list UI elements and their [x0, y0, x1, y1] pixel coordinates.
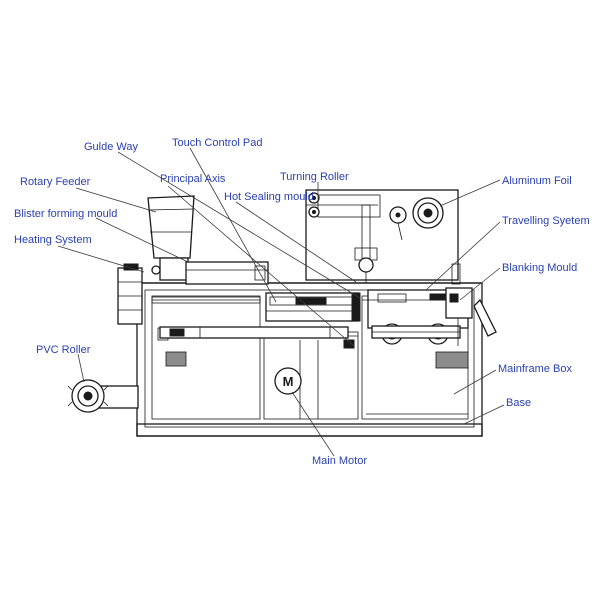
label-pvc-roller: PVC Roller [36, 344, 91, 356]
label-blanking-mould: Blanking Mould [502, 262, 577, 274]
label-main-motor: Main Motor [312, 455, 367, 467]
label-rotary-feeder: Rotary Feeder [20, 176, 91, 188]
aluminum-foil-leader [439, 179, 501, 207]
label-travelling-system: Travelling Syetem [502, 215, 590, 227]
main-motor-leader [291, 391, 335, 457]
hot-sealing-mould-shape [265, 292, 361, 322]
label-principal-axis: Principal Axis [160, 173, 226, 185]
touch-control-pad-leader [189, 147, 277, 303]
label-turning-roller: Turning Roller [280, 171, 349, 183]
hot-sealing-mould-leader [235, 201, 357, 283]
main-motor-shape: M [274, 367, 302, 395]
machine-drawing: M [67, 189, 497, 437]
heating-system-leader [57, 245, 145, 273]
label-base: Base [506, 397, 531, 409]
heating-system-shape [117, 263, 161, 325]
leader-lines [57, 147, 505, 457]
blister-forming-mould-shape [185, 261, 269, 285]
principal-axis-shape [159, 326, 355, 349]
travelling-system-shape [367, 289, 469, 345]
aluminum-foil-roll-shape [389, 197, 444, 241]
rotary-feeder-leader [75, 187, 157, 213]
mainframe-box-leader [453, 369, 497, 395]
pvc-roller-leader [77, 353, 85, 383]
labels: Gulde Way Touch Control Pad Rotary Feede… [14, 137, 590, 467]
label-aluminum-foil: Aluminum Foil [502, 175, 572, 187]
blister-forming-mould-leader [95, 217, 189, 263]
blanking-mould-shape [445, 263, 497, 346]
guide-way-leader [117, 151, 361, 299]
motor-symbol: M [283, 374, 294, 389]
label-blister-forming-mould: Blister forming mould [14, 208, 117, 220]
travelling-system-leader [425, 221, 501, 291]
label-heating-system: Heating System [14, 234, 92, 246]
label-touch-control-pad: Touch Control Pad [172, 137, 263, 149]
rotary-feeder-shape [147, 195, 195, 281]
blanking-mould-leader [459, 267, 501, 301]
label-guide-way: Gulde Way [84, 141, 139, 153]
base-shape [136, 413, 483, 437]
label-hot-sealing-mould: Hot Sealing mould [224, 191, 314, 203]
base-leader [463, 404, 505, 425]
label-mainframe-box: Mainframe Box [498, 363, 572, 375]
pvc-roller-shape [67, 379, 139, 413]
principal-axis-leader [167, 185, 355, 347]
